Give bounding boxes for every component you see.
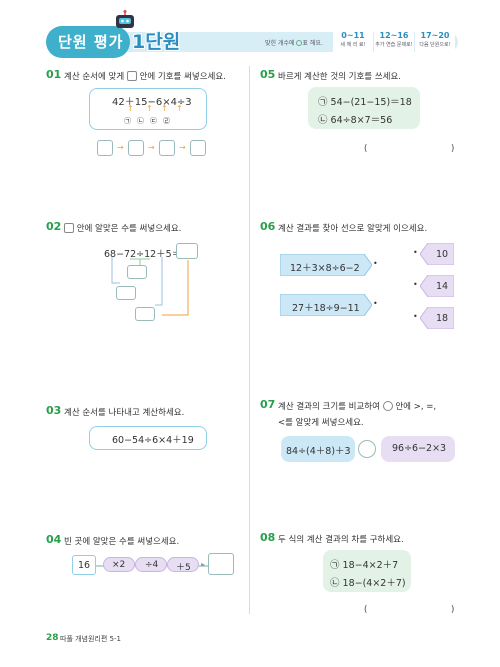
dot-icon: • <box>413 312 418 321</box>
q07-text-line-2: <를 알맞게 써넣으세요. <box>278 418 364 428</box>
q06-number: 06 <box>260 220 276 233</box>
q05-panel <box>308 87 420 129</box>
q06-left-tag-2[interactable] <box>280 294 372 316</box>
q03-number: 03 <box>46 404 62 417</box>
q01-number: 01 <box>46 68 62 81</box>
q06-text: 계산 결과를 찾아 선으로 알맞게 이으세요. <box>278 224 428 234</box>
q01-expression: 42＋15−6×4÷3 <box>112 97 192 108</box>
q02-answer-2[interactable] <box>116 286 136 300</box>
dot-icon: • <box>373 299 378 308</box>
q08-item-1: ㉠ 18−4×2＋7 <box>330 560 399 571</box>
arrow-right-icon: → <box>179 143 186 152</box>
arrow-up-icon: ↑ <box>127 104 134 113</box>
q05-paren-close: ) <box>451 144 455 154</box>
q06-right-tag-2[interactable] <box>420 275 454 297</box>
q06-left-label-1: 12＋3×8÷6−2 <box>290 263 360 274</box>
q04-text: 빈 곳에 알맞은 수를 써넣으세요. <box>64 537 180 547</box>
q08-panel <box>323 550 411 592</box>
q07-compare-circle[interactable] <box>358 440 376 458</box>
q03-expression: 60−54÷6×4＋19 <box>112 435 194 446</box>
q05-text: 바르게 계산한 것의 기호를 쓰세요. <box>278 72 401 82</box>
q03-panel <box>89 426 207 450</box>
q04-op-1-label: ×2 <box>112 560 126 570</box>
q04-start-box <box>72 555 96 575</box>
dot-icon: • <box>413 280 418 289</box>
q04-op-1 <box>103 557 135 572</box>
column-divider <box>249 66 250 614</box>
q08-paren-open: ( <box>364 605 368 615</box>
arrow-right-icon: → <box>117 143 124 152</box>
q02-expression: 68−72÷12＋5＝ <box>104 249 182 260</box>
q06-right-tag-1[interactable] <box>420 243 454 265</box>
score-box-2[interactable]: 12~16 추가 연습 문제로! <box>374 30 414 54</box>
q05-answer[interactable] <box>372 141 448 155</box>
q07-right-expr-box <box>381 436 455 462</box>
dot-icon: • <box>413 248 418 257</box>
q01-answer-2[interactable] <box>128 140 144 156</box>
score-box-1[interactable]: 0~11 세 께 리 료! <box>333 30 373 54</box>
q04-op-3-label: ＋5 <box>176 563 191 573</box>
q06-left-tag-1[interactable] <box>280 254 372 276</box>
circle-mark-icon <box>296 40 303 46</box>
q04-answer[interactable] <box>208 553 234 575</box>
q06-left-label-2: 27＋18÷9−11 <box>292 303 360 314</box>
q07-number: 07 <box>260 398 276 411</box>
score-box-3[interactable]: 17~20 다음 단원으로! <box>415 30 455 54</box>
q04-start-value: 16 <box>78 560 91 571</box>
q04-op-2-label: ÷4 <box>145 560 159 570</box>
q07-left-expr-box <box>281 436 355 462</box>
page-title: 단원 평가 <box>46 26 130 58</box>
q08-text: 두 식의 계산 결과의 차를 구하세요. <box>278 535 404 545</box>
arrow-right-icon: → <box>148 143 155 152</box>
q06-right-label-3: 18 <box>436 313 449 324</box>
blank-box-icon <box>126 71 137 81</box>
q08-paren-close: ) <box>451 605 455 615</box>
q04-op-2 <box>135 557 167 572</box>
q01-text: 계산 순서에 맞게 안에 기호를 써넣으세요. <box>64 71 226 82</box>
q01-answer-3[interactable] <box>159 140 175 156</box>
score-note: 맞힌 개수에 표 해요. <box>265 40 323 47</box>
q07-left-expr: 84÷(4＋8)＋3 <box>286 446 351 457</box>
q02-answer-1[interactable] <box>127 265 147 279</box>
arrow-right-icon: ▸ <box>201 560 206 569</box>
q06-right-label-1: 10 <box>436 249 449 260</box>
q03-text: 계산 순서를 나타내고 계산하세요. <box>64 408 185 418</box>
arrow-up-icon: ↑ <box>146 104 153 113</box>
q08-answer[interactable] <box>372 602 448 616</box>
q06-right-label-2: 14 <box>436 281 449 292</box>
q05-number: 05 <box>260 68 276 81</box>
q04-op-3 <box>167 557 199 572</box>
q02-number: 02 <box>46 220 62 233</box>
page-number: 28 <box>46 633 59 643</box>
arrow-up-icon: ↑ <box>176 104 183 113</box>
book-title: 따풀 개념원리편 5-1 <box>60 635 121 643</box>
q06-right-tag-3[interactable] <box>420 307 454 329</box>
q02-final-answer[interactable] <box>176 243 198 259</box>
q04-number: 04 <box>46 533 62 546</box>
unit-label: 1단원 <box>132 31 181 53</box>
q05-paren-open: ( <box>364 144 368 154</box>
q02-text: 안에 알맞은 수를 써넣으세요. <box>64 222 181 234</box>
blank-circle-icon <box>382 401 393 411</box>
robot-mascot-icon <box>116 10 134 28</box>
q08-item-2: ㉡ 18−(4×2＋7) <box>330 578 406 589</box>
q08-number: 08 <box>260 531 276 544</box>
q07-text-line-1: 계산 결과의 크기를 비교하여 안에 >, =, <box>278 401 437 412</box>
q02-answer-3[interactable] <box>135 307 155 321</box>
q01-panel <box>89 88 207 130</box>
q05-item-1: ㉠ 54−(21−15)＝18 <box>318 97 412 108</box>
q01-answer-1[interactable] <box>97 140 113 156</box>
q07-right-expr: 96÷6−2×3 <box>392 443 447 454</box>
arrow-up-icon: ↑ <box>161 104 168 113</box>
dot-icon: • <box>373 259 378 268</box>
q05-item-2: ㉡ 64÷8×7＝56 <box>318 115 393 126</box>
q01-answer-4[interactable] <box>190 140 206 156</box>
blank-box-icon <box>64 223 74 233</box>
